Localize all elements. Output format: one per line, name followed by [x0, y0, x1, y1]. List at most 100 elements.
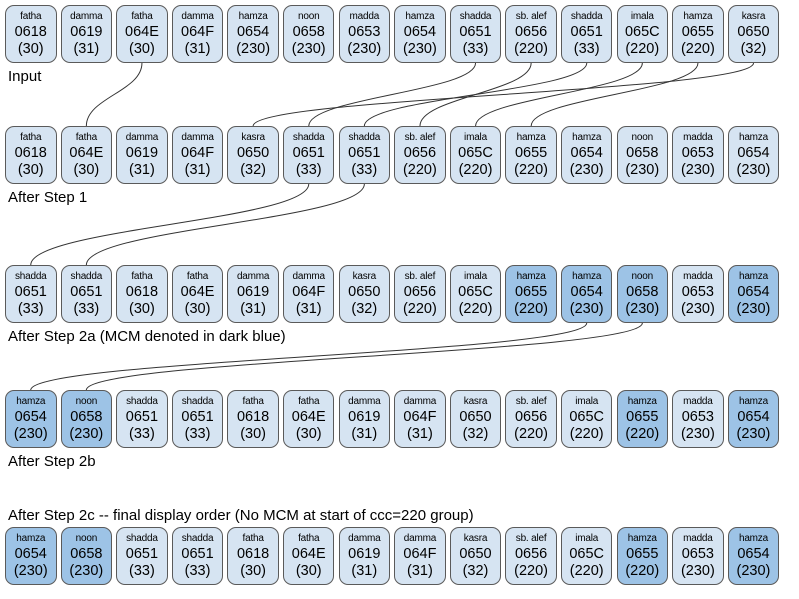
- mark-combining-class: (33): [184, 425, 211, 442]
- mark-combining-class: (220): [625, 425, 660, 442]
- mark-name: fatha: [20, 132, 42, 143]
- mark-codepoint: 0656: [514, 409, 548, 425]
- mark-name: imala: [464, 132, 487, 143]
- mark-combining-class: (230): [69, 562, 104, 579]
- mark-name: sb. alef: [404, 271, 436, 282]
- mark-combining-class: (230): [625, 300, 660, 317]
- mark-name: noon: [75, 533, 98, 544]
- mark-combining-class: (32): [462, 425, 489, 442]
- mark-combining-class: (30): [73, 161, 100, 178]
- mark-name: hamza: [738, 132, 768, 143]
- mark-codepoint: 064F: [403, 409, 437, 425]
- mark-combining-class: (32): [740, 40, 767, 57]
- mark-combining-class: (230): [347, 40, 382, 57]
- mark-combining-class: (230): [736, 300, 771, 317]
- mark-name: fatha: [298, 396, 320, 407]
- mark-codepoint: 0655: [681, 24, 714, 40]
- mark-name: damma: [348, 533, 381, 544]
- mark-codepoint: 0618: [236, 546, 270, 562]
- reorder-connector: [85, 183, 365, 266]
- mark-combining-class: (31): [73, 40, 100, 57]
- row-caption-after-step-2a: After Step 2a (MCM denoted in dark blue): [8, 328, 286, 345]
- mark-combining-class: (32): [351, 300, 378, 317]
- mark-combining-class: (230): [680, 562, 715, 579]
- mark-name: noon: [297, 11, 320, 22]
- mark-codepoint: 065C: [569, 546, 605, 562]
- mark-codepoint: 0658: [626, 284, 659, 300]
- mark-name: noon: [75, 396, 98, 407]
- mark-combining-class: (220): [402, 161, 437, 178]
